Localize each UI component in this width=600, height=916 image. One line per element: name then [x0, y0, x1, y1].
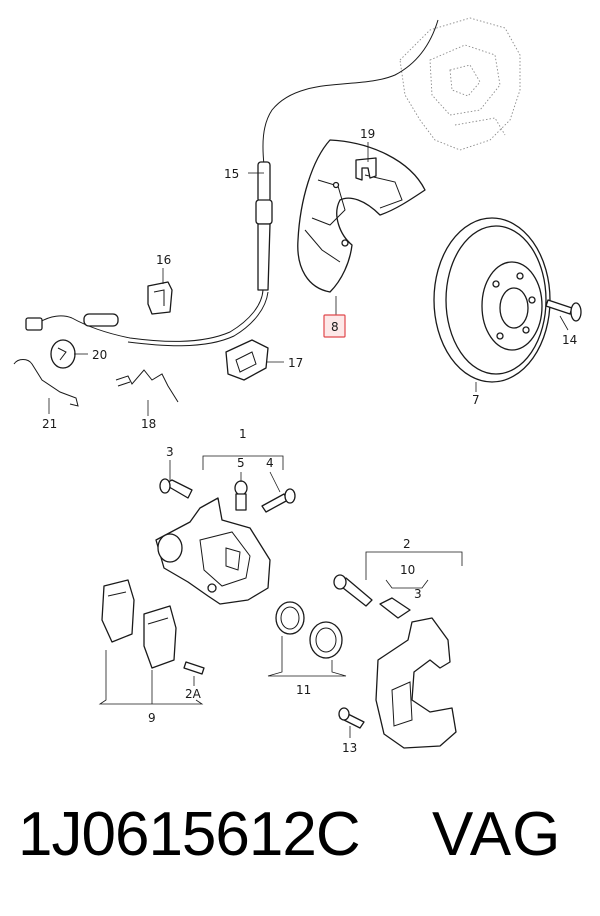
- callout-17: 17: [288, 356, 303, 370]
- callout-20: 20: [92, 348, 107, 362]
- spring-clip: [13, 359, 79, 407]
- callout-15: 15: [224, 167, 239, 181]
- callout-11: 11: [296, 683, 311, 697]
- cable-bracket: [147, 281, 173, 315]
- leader-lines: [48, 142, 569, 738]
- caliper-carrier: [375, 617, 457, 749]
- piston-seal: [275, 601, 305, 635]
- callout-8-highlight: [323, 314, 346, 338]
- callout-4: 4: [266, 456, 274, 470]
- guide-sleeve: [379, 597, 411, 619]
- bleeder-screw: [261, 488, 296, 513]
- callout-8: 8: [331, 320, 339, 334]
- bleeder-cap: [234, 480, 248, 511]
- brake-pad-right: [143, 605, 177, 669]
- brand-name: VAG: [432, 800, 562, 869]
- cable-holder: [225, 339, 269, 381]
- callout-10: 10: [400, 563, 415, 577]
- callout-16: 16: [156, 253, 171, 267]
- brake-pad-left: [101, 579, 135, 643]
- callout-3-carrier: 3: [414, 587, 422, 601]
- brake-disc: [433, 217, 551, 383]
- callout-2: 2: [403, 537, 411, 551]
- cover-cap: [50, 339, 76, 369]
- callout-5: 5: [237, 456, 245, 470]
- part-footer: 1J0615612C VAG: [0, 792, 600, 902]
- callout-3-caliper: 3: [166, 445, 174, 459]
- callout-13: 13: [342, 741, 357, 755]
- caliper-bolt: [159, 478, 193, 499]
- wheel-hub-outline: [399, 17, 521, 151]
- brake-caliper: [155, 497, 271, 605]
- callout-14: 14: [562, 333, 577, 347]
- callout-1: 1: [239, 427, 247, 441]
- callout-19: 19: [360, 127, 375, 141]
- guide-pin: [183, 661, 205, 675]
- callout-7: 7: [472, 393, 480, 407]
- disc-screw: [545, 299, 582, 322]
- callout-21: 21: [42, 417, 57, 431]
- dust-boot: [309, 621, 343, 659]
- carrier-bolt: [333, 574, 373, 607]
- brake-splash-plate: [297, 139, 426, 293]
- callout-labels: 15 19 16 8 17 20 21 18 7 14 1 3 5 4 9 2A…: [42, 127, 577, 755]
- abs-sensor-cable: [25, 19, 439, 347]
- callout-9: 9: [148, 711, 156, 725]
- callout-2a: 2A: [185, 687, 202, 701]
- carrier-bolt-13: [338, 707, 365, 729]
- part-number: 1J0615612C: [18, 800, 361, 869]
- retaining-clip: [355, 157, 377, 181]
- pad-spring: [115, 369, 179, 403]
- callout-18: 18: [141, 417, 156, 431]
